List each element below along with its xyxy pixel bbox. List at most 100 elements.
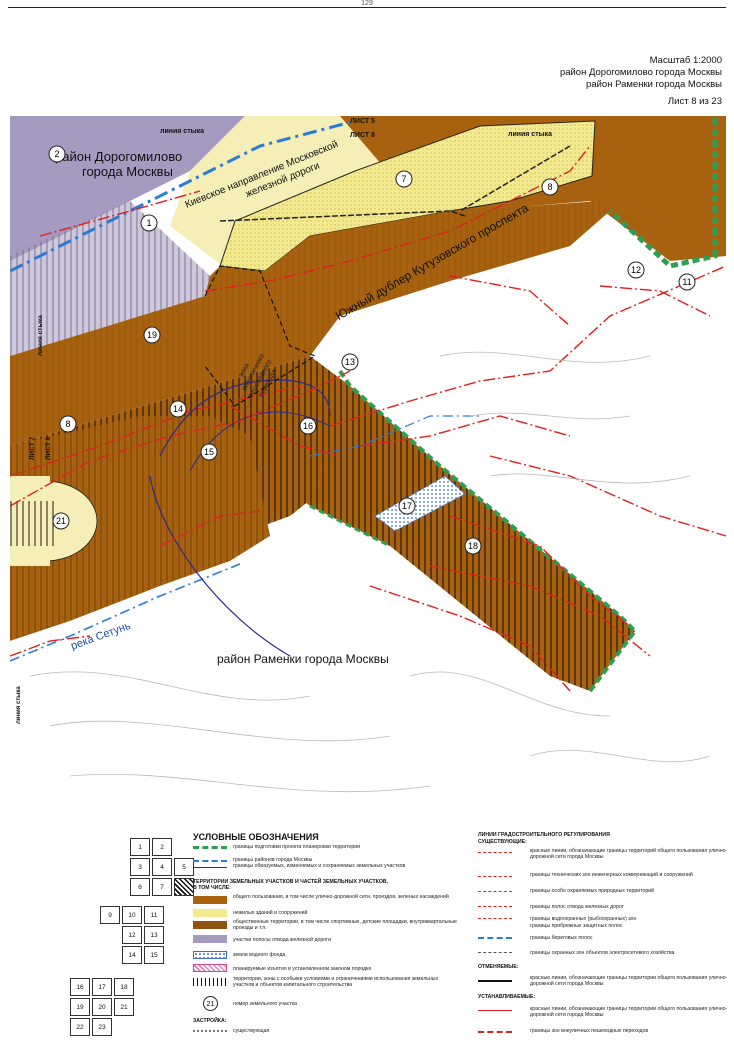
svg-text:17: 17	[402, 501, 412, 511]
parcel-marker-16: 16	[299, 417, 317, 435]
header-district-dorogomilovo: район Дорогомилово города Москвы	[559, 67, 722, 78]
legend-swatch-public-use	[193, 896, 227, 904]
legend-swatch-water-protection	[478, 918, 512, 919]
sheet-cell-10: 10	[122, 906, 142, 924]
sheet-cell-8	[174, 878, 194, 896]
parcel-markers: 2 1 7 8 12 11 19 13 14 8 16 15 17 21 18	[48, 145, 696, 555]
label-ramenki: район Раменки города Москвы	[217, 652, 389, 666]
svg-text:7: 7	[401, 174, 406, 184]
label-joint-top-left: линия стыка	[160, 128, 204, 135]
sheet-cell-19: 19	[70, 998, 90, 1016]
legend-water-fund: земли водного фонда	[233, 952, 286, 958]
label-joint-top-right: линия стыка	[508, 131, 552, 138]
sheet-cell-5: 5	[174, 858, 194, 876]
legend-special-conditions: территории, зоны с особыми условиями и о…	[233, 976, 439, 988]
header-district-ramenki: район Раменки города Москвы	[586, 79, 722, 90]
parcel-marker-14: 14	[169, 400, 187, 418]
label-joint-bottom: линия стыка	[16, 686, 22, 724]
sheet-cell-2: 2	[152, 838, 172, 856]
svg-text:13: 13	[345, 357, 355, 367]
legend-swatch-railway-strip-border	[478, 906, 512, 907]
parcel-marker-12: 12	[627, 261, 645, 279]
svg-text:21: 21	[56, 516, 66, 526]
sheet-label: Лист 8 из 23	[667, 96, 722, 107]
legend-swatch-railway-strip	[193, 935, 227, 943]
legend-coastal-strips: границы береговых полос	[530, 935, 593, 941]
svg-text:15: 15	[204, 447, 214, 457]
legend-swatch-parcel-border	[193, 867, 227, 868]
label-dorogomilovo-line2: города Москвы	[82, 164, 173, 179]
planning-map: район Дорогомилово города Москвы линия с…	[10, 116, 726, 828]
legend-existing: существующая	[233, 1028, 270, 1034]
sheet-cell-3: 3	[130, 858, 150, 876]
sheet-cell-7: 7	[152, 878, 172, 896]
legend-cancelled-head: ОТМЕНЯЕМЫЕ:	[478, 964, 519, 970]
railway-strip-area	[10, 116, 245, 261]
svg-text:2: 2	[54, 149, 59, 159]
label-sheet7: ЛИСТ 7	[29, 436, 36, 460]
legend-swatch-public-territories	[193, 921, 227, 929]
svg-text:12: 12	[631, 265, 641, 275]
legend-swatch-existing	[193, 1030, 227, 1032]
water-fund-area	[374, 475, 466, 532]
legend-regulation-head: ЛИНИИ ГРАДОСТРОИТЕЛЬНОГО РЕГУЛИРОВАНИЯ	[478, 832, 610, 838]
red-lines	[10, 145, 726, 692]
legend-established-head: УСТАНАВЛИВАЕМЫЕ:	[478, 994, 536, 1000]
legend-swatch-district-border	[193, 860, 227, 862]
legend-swatch-crossing-zones	[478, 1031, 512, 1033]
legend-swatch-protected-nature	[478, 891, 512, 892]
sheet-cell-18: 18	[114, 978, 134, 996]
legend-public-territories: общественные территории, в том числе спо…	[233, 919, 457, 931]
sheet-cell-23: 23	[92, 1018, 112, 1036]
legend-swatch-power-zones	[478, 952, 512, 953]
legend-railway-strip: участки полосы отвода железной дороги	[233, 937, 331, 943]
legend-title: УСЛОВНЫЕ ОБОЗНАЧЕНИЯ	[193, 832, 319, 842]
legend-swatch-established-red	[478, 1010, 512, 1011]
legend-power-zones: границы охранных зон объектов электросет…	[530, 950, 675, 956]
parcel-marker-2: 2	[48, 145, 66, 163]
legend-crossing-zones: границы зон внеуличных пешеходных перехо…	[530, 1028, 649, 1034]
label-joint-left: линия стыка	[37, 315, 44, 356]
svg-text:1: 1	[146, 218, 151, 228]
legend-railway-strip-border: границы полос отвода железных дорог	[530, 904, 624, 910]
sheet-cell-16: 16	[70, 978, 90, 996]
legend-swatch-cancelled-red	[478, 980, 512, 982]
legend-planned-seizure: планируемые изъятия в установленном зако…	[233, 966, 372, 972]
parcel-marker-8-left: 8	[59, 415, 77, 433]
legend-protected-nature: границы особо охраняемых природных терри…	[530, 888, 655, 894]
sheet-cell-21: 21	[114, 998, 134, 1016]
legend-district-border: границы районов города Москвы	[233, 857, 313, 863]
project-boundary-line	[608, 118, 718, 269]
legend-public-use: общего пользования, в том числе улично-д…	[233, 894, 449, 900]
sheet-cell-22: 22	[70, 1018, 90, 1036]
legend-coastal-protection: границы прибрежных защитных полос	[530, 923, 623, 929]
svg-text:19: 19	[147, 330, 157, 340]
parcel-marker-11: 11	[678, 273, 696, 291]
parcel-marker-19: 19	[143, 326, 161, 344]
legend-cancelled-red: красные линии, обозначающие границы терр…	[530, 975, 728, 987]
legend-parcel-number: номер земельного участка	[233, 1001, 298, 1007]
svg-text:8: 8	[547, 182, 552, 192]
top-border-line	[8, 7, 726, 8]
label-dorogomilovo-line1: район Дорогомилово	[55, 149, 182, 164]
sheet-cell-14: 14	[122, 946, 142, 964]
legend-parcel-number-circle: 21	[203, 996, 218, 1011]
legend-swatch-red-lines	[478, 852, 512, 853]
sheet-cell-6: 6	[130, 878, 150, 896]
parcel-marker-17: 17	[398, 497, 416, 515]
parcel-marker-15: 15	[200, 443, 218, 461]
legend-swatch-tech-zones	[478, 876, 512, 877]
parcel-marker-7: 7	[395, 170, 413, 188]
scale-label: Масштаб 1:2000	[649, 55, 722, 66]
svg-text:16: 16	[303, 421, 313, 431]
page-number: 129	[361, 0, 373, 7]
label-sheet8-left: ЛИСТ 8	[45, 436, 52, 460]
legend-swatch-non-residential	[193, 909, 227, 917]
legend-tech-zones: границы технических зон инженерных комму…	[530, 872, 693, 878]
legend-swatch-coastal-strips	[478, 937, 512, 939]
legend-red-lines: красные линии, обозначающие границы терр…	[530, 848, 728, 860]
district-boundary-line	[10, 119, 356, 273]
sheet-cell-4: 4	[152, 858, 172, 876]
legend-non-residential: нежилых зданий и сооружений	[233, 910, 308, 916]
sheet-cell-12: 12	[122, 926, 142, 944]
